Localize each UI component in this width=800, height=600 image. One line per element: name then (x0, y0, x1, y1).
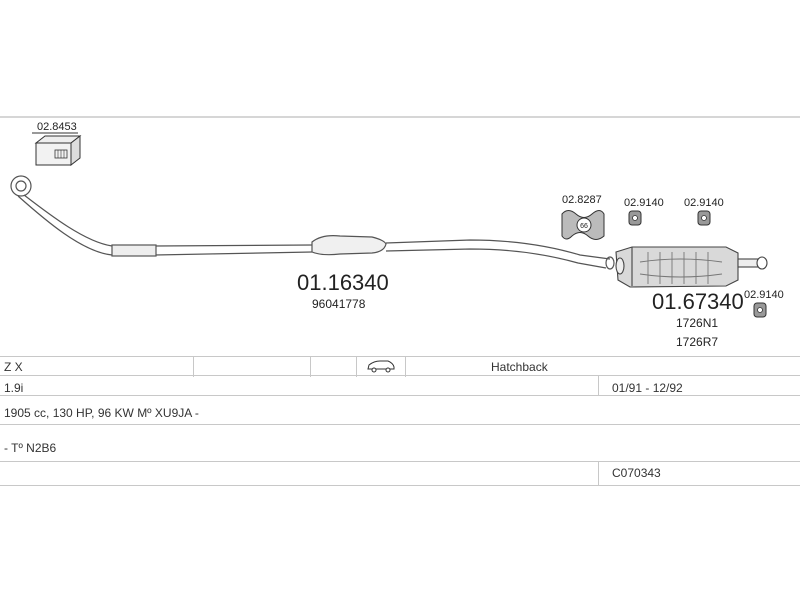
part-rear-oe-2: 1726R7 (676, 335, 718, 349)
part-clamp: 02.8287 (562, 194, 602, 206)
model-cell: Z X (4, 360, 23, 374)
table-row: Z X Hatchback (0, 356, 800, 377)
part-front-pipe-oe: 96041778 (312, 297, 366, 311)
years-cell: 01/91 - 12/92 (612, 381, 683, 395)
clamp-icon: 66 (561, 210, 605, 240)
body-type-cell: Hatchback (491, 360, 548, 374)
type-code-cell: - Tº N2B6 (4, 441, 57, 455)
engine-spec-cell: 1905 cc, 130 HP, 96 KW Mº XU9JA - (4, 406, 199, 420)
part-rear-silencer: 01.67340 (652, 289, 744, 314)
part-mount-b: 02.9140 (684, 197, 724, 209)
part-rear-oe-1: 1726N1 (676, 316, 718, 330)
rubber-mount-icon (753, 302, 767, 318)
part-clamp-kit: 02.8453 (37, 121, 77, 133)
catalog-number-cell: C070343 (612, 466, 661, 480)
engine-cell: 1.9i (4, 381, 24, 395)
part-mount-a: 02.9140 (624, 197, 664, 209)
rubber-mount-icon (628, 210, 642, 226)
rear-silencer-drawing (615, 246, 768, 288)
rubber-mount-icon (697, 210, 711, 226)
car-hatchback-icon (366, 359, 396, 376)
clamp-kit-box-icon (32, 132, 82, 167)
table-row: 1.9i 01/91 - 12/92 (0, 376, 800, 396)
clamp-badge: 66 (580, 223, 588, 230)
table-row: - Tº N2B6 (0, 438, 800, 462)
front-pipe-drawing (10, 175, 615, 270)
table-row: C070343 (0, 462, 800, 486)
table-row: 1905 cc, 130 HP, 96 KW Mº XU9JA - (0, 403, 800, 425)
part-front-pipe: 01.16340 (297, 270, 389, 295)
part-mount-c: 02.9140 (744, 289, 784, 301)
